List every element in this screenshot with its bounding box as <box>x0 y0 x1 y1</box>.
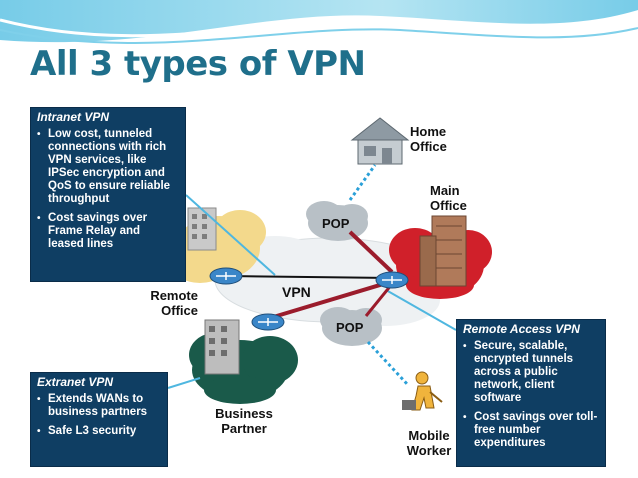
extranet-bullet-1: Extends WANs to business partners <box>37 393 161 419</box>
label-mobile-worker: Mobile Worker <box>406 428 452 458</box>
remote-office-building-icon <box>187 207 217 251</box>
router-icon-main <box>375 271 409 289</box>
partner-tunnel-line <box>269 280 391 320</box>
home-office-dotted-link <box>348 164 377 201</box>
label-pop-top: POP <box>322 216 350 231</box>
label-remote-office: Remote Office <box>150 288 198 318</box>
vpn-backbone-line <box>227 275 391 279</box>
mobile-worker-icon <box>402 371 443 411</box>
slide-title: All 3 types of VPN <box>30 44 366 84</box>
extranet-link-line <box>167 377 201 389</box>
intranet-bullet-2: Cost savings over Frame Relay and leased… <box>37 212 179 251</box>
intranet-vpn-box: Intranet VPN Low cost, tunneled connecti… <box>30 107 186 282</box>
pop-cloud-bottom <box>320 307 382 346</box>
label-home-office: Home Office <box>410 124 447 154</box>
label-main-office: Main Office <box>430 183 467 213</box>
mobile-tunnel-line <box>364 283 394 317</box>
label-pop-bottom: POP <box>336 320 364 335</box>
business-partner-building-icon <box>204 319 240 375</box>
remote-access-bullet-1: Secure, scalable, encrypted tunnels acro… <box>463 340 599 405</box>
remote-access-bullet-2: Cost savings over toll-free number expen… <box>463 411 599 450</box>
label-business-partner: Business Partner <box>215 406 273 436</box>
intranet-vpn-title: Intranet VPN <box>37 110 110 124</box>
home-tunnel-line <box>348 230 394 274</box>
pop-cloud-top <box>306 201 368 241</box>
intranet-link-line <box>185 194 276 276</box>
header-wave <box>0 0 638 44</box>
router-icon-partner <box>251 313 285 331</box>
extranet-bullet-2: Safe L3 security <box>37 425 161 438</box>
router-icon-remote <box>209 267 243 285</box>
extranet-vpn-box: Extranet VPN Extends WANs to business pa… <box>30 372 168 467</box>
remote-access-vpn-title: Remote Access VPN <box>463 322 580 336</box>
remote-access-vpn-box: Remote Access VPN Secure, scalable, encr… <box>456 319 606 467</box>
extranet-vpn-title: Extranet VPN <box>37 375 114 389</box>
intranet-bullet-1: Low cost, tunneled connections with rich… <box>37 128 179 206</box>
label-vpn: VPN <box>282 284 311 300</box>
main-office-tower-icon <box>419 215 467 287</box>
home-office-house-icon <box>350 117 410 165</box>
mobile-worker-dotted-link <box>366 340 410 387</box>
remote-access-link-line <box>385 289 457 331</box>
